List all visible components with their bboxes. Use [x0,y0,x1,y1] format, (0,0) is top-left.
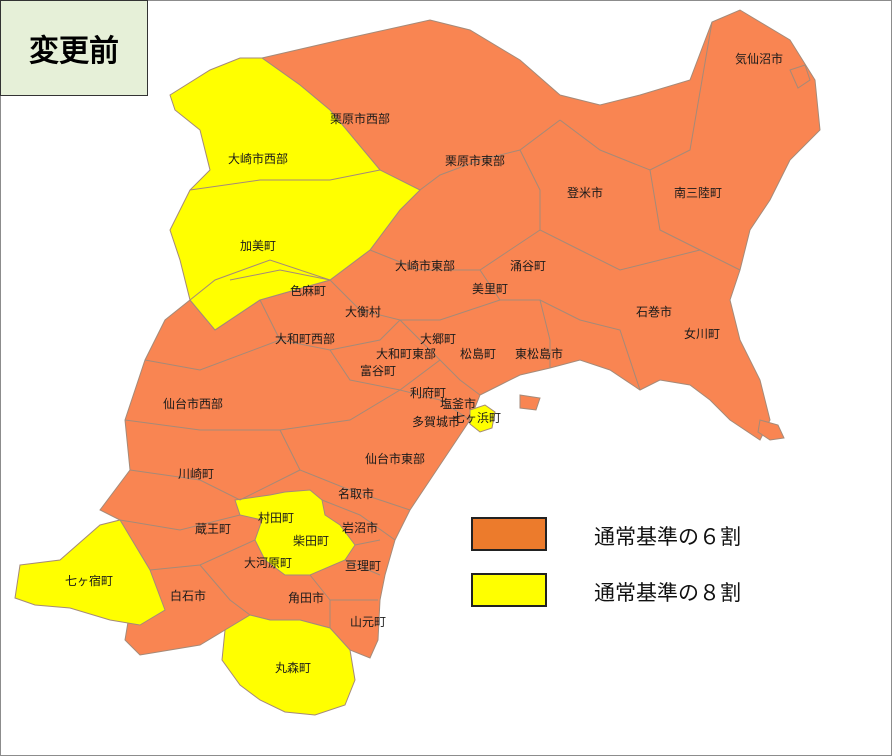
boundaries [119,21,741,628]
label-sendai-west: 仙台市西部 [163,396,223,411]
label-shiogama: 塩釜市 [440,396,476,411]
label-yamamoto: 山元町 [350,615,386,629]
label-marumori: 丸森町 [275,660,311,675]
label-osaki-east: 大崎市東部 [395,258,455,273]
label-onagawa: 女川町 [684,326,720,341]
label-taiwa-west: 大和町西部 [275,331,335,346]
label-shibata: 柴田町 [293,534,329,548]
label-kesennuma: 気仙沼市 [735,51,783,66]
label-rifu: 利府町 [410,385,446,400]
label-kakuda: 角田市 [288,590,324,605]
region-shichikashuku [14,519,166,626]
label-natori: 名取市 [338,486,374,501]
label-tomiya: 富谷町 [360,363,396,378]
label-shichikashuku: 七ヶ宿町 [65,573,113,588]
label-kawasaki: 川崎町 [178,467,214,481]
label-ohira: 大衡村 [345,305,381,319]
label-osaki-west: 大崎市西部 [228,151,288,166]
label-osato: 大郷町 [420,332,456,346]
legend-swatch-yellow [471,573,547,607]
island-3 [519,394,541,411]
label-murata: 村田町 [258,511,294,525]
legend-label-yellow: 通常基準の８割 [594,581,741,605]
label-ogawara: 大河原町 [244,556,292,570]
label-iwanuma: 岩沼市 [342,520,378,535]
label-taiwa-east: 大和町東部 [376,346,436,361]
label-shikama: 色麻町 [290,283,326,298]
label-zao: 蔵王町 [195,522,231,536]
label-matsushima: 松島町 [460,346,496,361]
title-box: 変更前 [0,0,148,96]
label-tagajo: 多賀城市 [412,414,460,429]
region-marumori [221,614,356,716]
label-kurihara-west: 栗原市西部 [330,111,390,126]
label-sendai-east: 仙台市東部 [365,451,425,466]
island-1 [789,64,811,89]
legend-swatch-orange [471,517,547,551]
label-watari: 亘理町 [345,559,381,573]
label-shichigahama: 七ヶ浜町 [453,411,501,425]
labels: 気仙沼市 栗原市西部 栗原市東部 大崎市西部 登米市 南三陸町 加美町 大崎市東… [65,51,783,675]
label-shiroishi: 白石市 [170,588,206,603]
island-2 [757,419,785,441]
label-tome: 登米市 [567,185,603,200]
legend-label-orange: 通常基準の６割 [594,525,741,549]
label-wakuya: 涌谷町 [510,259,546,273]
label-misato: 美里町 [472,282,508,296]
label-kami: 加美町 [240,239,276,253]
label-minamisanriku: 南三陸町 [674,185,722,200]
region-shichigahama [469,404,496,433]
label-ishinomaki: 石巻市 [636,304,672,319]
label-kurihara-east: 栗原市東部 [445,153,505,168]
region-murata-shibata [234,489,356,576]
label-higashimatsushima: 東松島市 [515,346,563,361]
